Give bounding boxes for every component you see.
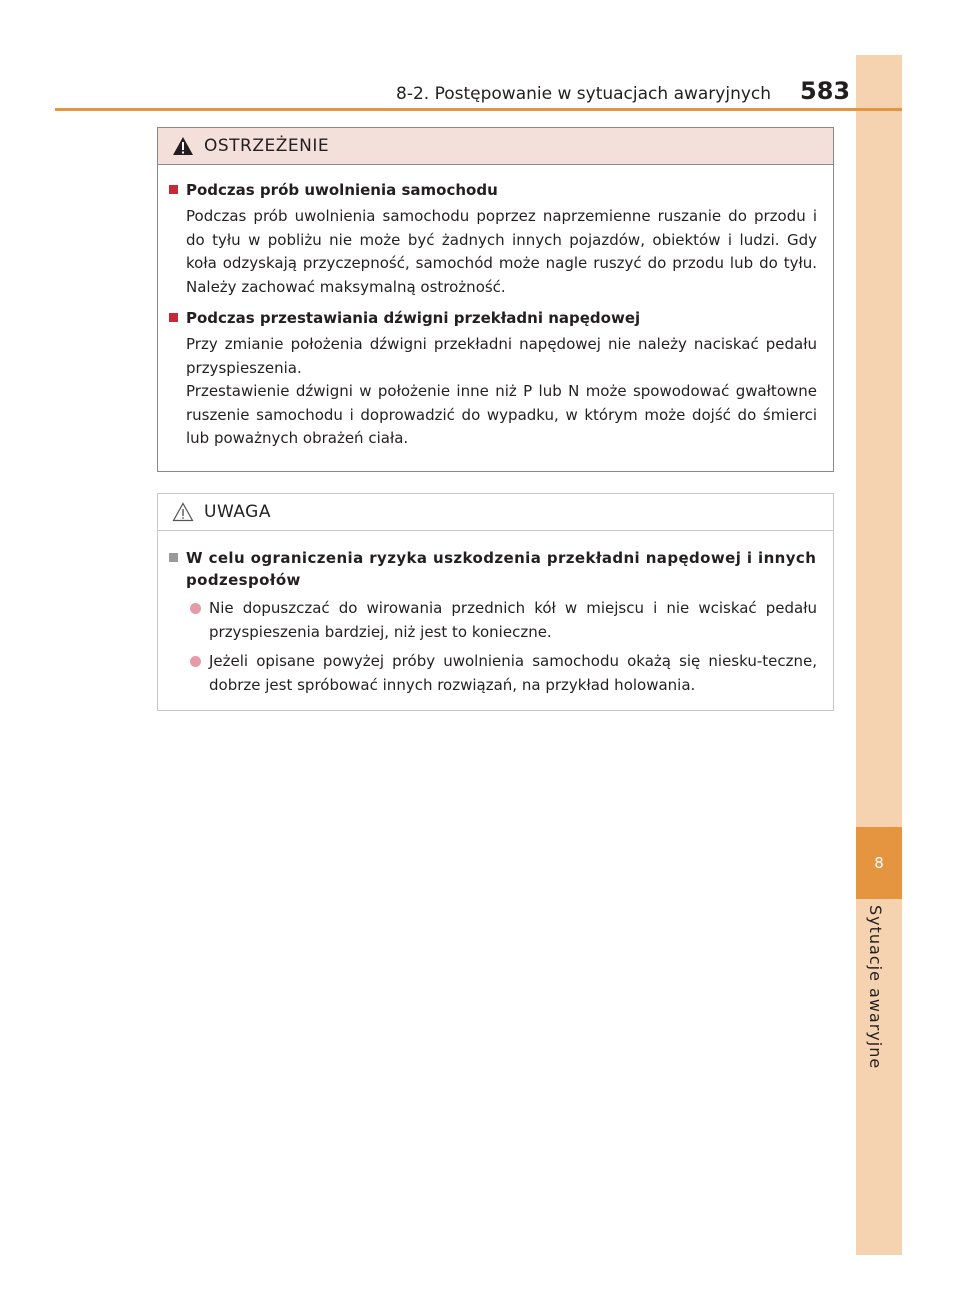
notice-header: UWAGA xyxy=(158,494,833,531)
square-bullet-icon xyxy=(169,185,178,194)
warning-item-heading: Podczas prób uwolnienia samochodu xyxy=(186,181,498,199)
warning-title: OSTRZEŻENIE xyxy=(204,136,330,156)
warning-item: Podczas przestawiania dźwigni przekładni… xyxy=(168,307,817,451)
warning-item-text: Podczas prób uwolnienia samochodu poprze… xyxy=(186,207,817,296)
warning-item-heading: Podczas przestawiania dźwigni przekładni… xyxy=(186,309,641,327)
page-number: 583 xyxy=(800,77,851,105)
chapter-title: Sytuacje awaryjne xyxy=(866,905,885,1070)
chapter-number: 8 xyxy=(874,854,884,872)
notice-heading-row: W celu ograniczenia ryzyka uszkodzenia p… xyxy=(168,547,817,591)
side-strip xyxy=(856,55,902,1255)
warning-header: OSTRZEŻENIE xyxy=(158,128,833,165)
chapter-number-tab: 8 xyxy=(856,827,902,899)
notice-heading: W celu ograniczenia ryzyka uszkodzenia p… xyxy=(186,549,817,589)
notice-bullet-text: Nie dopuszczać do wirowania przednich kó… xyxy=(209,599,817,641)
circle-bullet-icon xyxy=(190,656,201,667)
notice-bullet-text: Jeżeli opisane powyżej próby uwolnienia … xyxy=(209,652,817,694)
notice-bullet: Nie dopuszczać do wirowania przednich kó… xyxy=(190,597,817,644)
warning-box: OSTRZEŻENIE Podczas prób uwolnienia samo… xyxy=(157,127,834,472)
square-bullet-icon xyxy=(169,553,178,562)
square-bullet-icon xyxy=(169,313,178,322)
warning-triangle-icon xyxy=(173,137,193,155)
warning-item-text-2: Przestawienie dźwigni w położenie inne n… xyxy=(186,382,817,447)
warning-item: Podczas prób uwolnienia samochodu Podcza… xyxy=(168,179,817,299)
section-title: 8-2. Postępowanie w sytuacjach awaryjnyc… xyxy=(396,84,772,104)
notice-bullet: Jeżeli opisane powyżej próby uwolnienia … xyxy=(190,650,817,697)
header-rule xyxy=(55,108,902,111)
circle-bullet-icon xyxy=(190,603,201,614)
notice-box: UWAGA W celu ograniczenia ryzyka uszkodz… xyxy=(157,493,834,711)
notice-title: UWAGA xyxy=(204,502,271,522)
warning-item-text: Przy zmianie położenia dźwigni przekładn… xyxy=(186,335,817,377)
caution-triangle-icon xyxy=(172,502,194,522)
